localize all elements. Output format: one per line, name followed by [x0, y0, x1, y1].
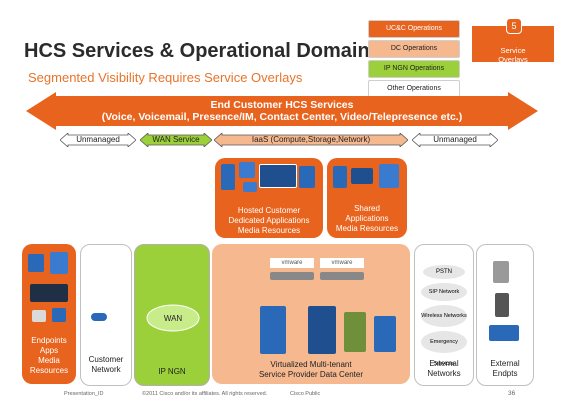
data-center-zone: vmware vmware Virtualized Multi-tenant S…: [212, 244, 410, 384]
mobile-phone-icon: [493, 261, 509, 283]
emergency-services-cloud: Emergency Services: [421, 331, 467, 367]
endpoints-label-1: Endpoints: [31, 336, 67, 345]
vmware-label: vmware: [270, 258, 314, 268]
endpoints-label-4: Resources: [29, 366, 69, 375]
banner-line1: End Customer HCS Services: [210, 99, 354, 111]
shared-label-3: Media Resources: [335, 224, 399, 233]
banner-line2: (Voice, Voicemail, Presence/IM, Contact …: [101, 111, 463, 123]
laptop-icon: [32, 310, 46, 322]
dc-label-2: Service Provider Data Center: [258, 370, 364, 379]
unmanaged-left-arrow: [60, 133, 136, 147]
footer-classification: Cisco Public: [290, 391, 321, 397]
page-subtitle: Segmented Visibility Requires Service Ov…: [28, 70, 303, 85]
service-overlays-badge: Service Overlays 5: [472, 14, 554, 64]
external-endpoints-zone: External Endpts: [476, 244, 534, 386]
badge-number: 5: [506, 18, 522, 34]
server-rack-icon: [260, 306, 286, 354]
shared-applications-zone: Shared Applications Media Resources: [327, 158, 407, 238]
customer-label-1: Customer: [88, 355, 124, 364]
footer-page-number: 36: [508, 390, 516, 397]
legend-ucc-operations: UC&C Operations: [368, 20, 460, 38]
ip-ngn-label: IP NGN: [158, 367, 186, 376]
phone-icon: [50, 252, 68, 274]
server-icon: [333, 166, 347, 188]
badge-label-line2: Overlays: [498, 55, 528, 64]
external-networks-zone: PSTN SIP Network Wireless Networks Emerg…: [414, 244, 474, 386]
wan-cloud-icon: [146, 304, 200, 332]
phone-icon: [239, 162, 255, 178]
customer-label-2: Network: [91, 365, 121, 374]
phone-icon: [28, 254, 44, 272]
hosted-label-1: Hosted Customer: [237, 206, 301, 215]
server-rack-icon: [308, 306, 336, 354]
tablet-icon: [52, 308, 66, 322]
ext-ep-label-1: External: [490, 359, 520, 368]
router-icon: [243, 182, 257, 192]
wan-service-label: WAN Service: [152, 135, 200, 144]
unmanaged-right-arrow: [412, 133, 498, 147]
hosted-label-2: Dedicated Applications: [228, 216, 310, 225]
ip-ngn-zone: WAN IP NGN: [134, 244, 210, 386]
page-title: HCS Services & Operational Domains: [24, 40, 381, 62]
shared-label-1: Shared: [354, 204, 380, 213]
wan-service-arrow: [140, 133, 212, 147]
shared-label-2: Applications: [345, 214, 389, 223]
server-icon: [379, 164, 399, 188]
ext-net-label-1: External: [429, 359, 459, 368]
router-icon: [91, 313, 107, 321]
wan-cloud-label: WAN: [163, 314, 183, 323]
endpoints-label-3: Media: [38, 356, 60, 365]
badge-label-line1: Service: [500, 46, 526, 55]
iaas-arrow: [214, 133, 408, 147]
pstn-cloud: PSTN: [423, 265, 465, 279]
sip-network-cloud: SIP Network: [421, 283, 467, 301]
server-icon: [221, 164, 235, 190]
video-endpoint-icon: [30, 284, 68, 302]
customer-network-zone: Customer Network: [80, 244, 132, 386]
desk-phone-icon: [489, 325, 519, 341]
dc-label-1: Virtualized Multi-tenant: [270, 360, 352, 369]
monitor-icon: [259, 164, 297, 188]
vmware-label: vmware: [320, 258, 364, 268]
services-banner-arrow: [26, 92, 538, 130]
wireless-networks-cloud: Wireless Networks: [421, 305, 467, 327]
endpoints-label-2: Apps: [39, 346, 59, 355]
footer-copyright: ©2011 Cisco and/or its affiliates. All r…: [142, 391, 268, 397]
blade-server-icon: [320, 272, 364, 280]
blade-server-icon: [270, 272, 314, 280]
switch-icon: [351, 168, 373, 184]
storage-icon: [344, 312, 366, 352]
endpoints-zone: Endpoints Apps Media Resources: [22, 244, 76, 384]
iaas-label: IaaS (Compute,Storage,Network): [251, 135, 371, 144]
footer-presentation-id: Presentation_ID: [64, 391, 104, 397]
ext-net-label-2: Networks: [427, 369, 461, 378]
unmanaged-left-label: Unmanaged: [76, 135, 120, 144]
hosted-label-3: Media Resources: [237, 226, 301, 235]
unmanaged-right-label: Unmanaged: [433, 135, 477, 144]
legend-ipngn-operations: IP NGN Operations: [368, 60, 460, 78]
services-banner: End Customer HCS Services (Voice, Voicem…: [60, 99, 504, 123]
legend-dc-operations: DC Operations: [368, 40, 460, 58]
switch-icon: [374, 316, 396, 352]
server-icon: [299, 166, 315, 188]
hosted-customer-zone: Hosted Customer Dedicated Applications M…: [215, 158, 323, 238]
smartphone-icon: [495, 293, 509, 317]
ext-ep-label-2: Endpts: [492, 369, 518, 378]
